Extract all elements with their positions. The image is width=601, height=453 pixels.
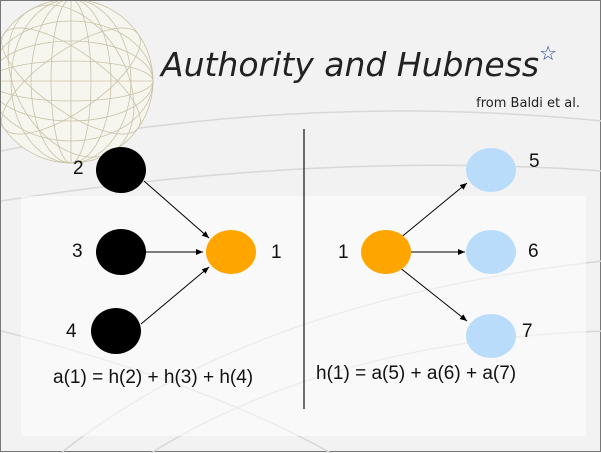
label-node-7: 7 [522, 321, 533, 342]
star-icon: ☆ [539, 41, 558, 65]
label-node-2: 2 [73, 158, 84, 179]
label-node-1-right: 1 [338, 242, 349, 263]
node-4 [91, 308, 141, 354]
title-text: Authority and Hubness [161, 45, 540, 84]
hubness-formula: h(1) = a(5) + a(6) + a(7) [316, 363, 517, 384]
label-node-3: 3 [72, 241, 83, 262]
node-1-hub [361, 230, 411, 274]
edge-1-to-5 [398, 182, 468, 240]
edge-1-to-7 [398, 266, 468, 322]
node-7 [466, 314, 516, 358]
label-node-1-left: 1 [271, 242, 282, 263]
node-3 [96, 229, 146, 275]
node-5 [466, 148, 516, 192]
globe-icon [1, 1, 154, 164]
slide-title: Authority and Hubness☆ [161, 41, 581, 84]
node-6 [466, 230, 516, 274]
label-node-6: 6 [528, 241, 539, 262]
slide-subtitle: from Baldi et al. [476, 96, 580, 111]
node-1-authority [206, 230, 256, 274]
authority-formula: a(1) = h(2) + h(3) + h(4) [53, 367, 254, 388]
label-node-5: 5 [529, 151, 540, 172]
label-node-4: 4 [66, 321, 77, 342]
node-2 [96, 147, 146, 193]
edge-4-to-1 [140, 266, 210, 325]
edge-2-to-1 [143, 180, 210, 239]
